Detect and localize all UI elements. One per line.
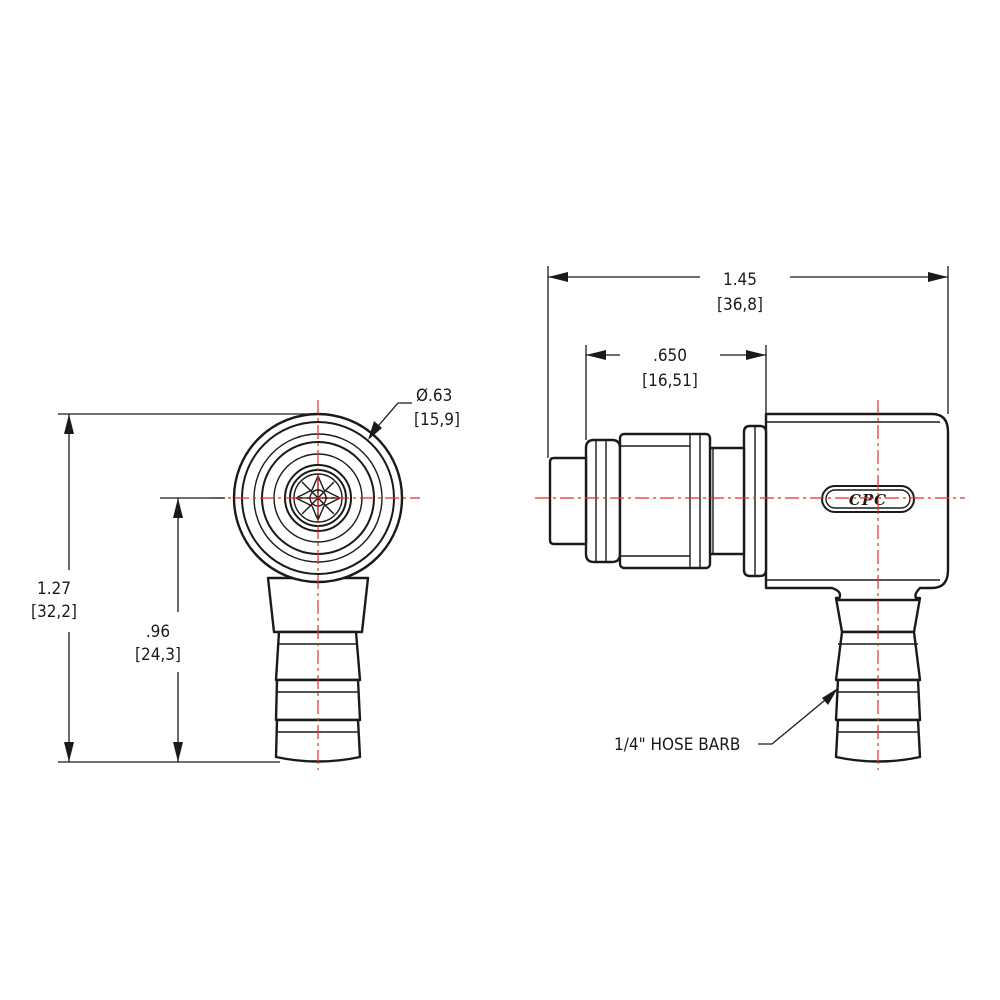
center-height-metric: [24,3]	[135, 645, 181, 665]
overall-height-metric: [32,2]	[31, 602, 77, 622]
dimension-diameter: Ø.63 [15,9]	[368, 386, 460, 440]
body-length-imperial: .650	[653, 346, 687, 366]
hose-barb-label: 1/4" HOSE BARB	[614, 735, 740, 755]
center-height-imperial: .96	[146, 622, 170, 642]
side-view-collar	[708, 424, 768, 578]
side-view-body	[764, 412, 950, 602]
overall-height-imperial: 1.27	[37, 579, 71, 599]
hose-barb-callout: 1/4" HOSE BARB	[614, 688, 838, 755]
side-view: CPC	[535, 400, 965, 770]
side-view-sleeve	[584, 432, 712, 570]
body-length-metric: [16,51]	[642, 371, 698, 391]
cpc-logo-text: CPC	[849, 491, 887, 509]
dimension-overall-height: 1.27 [32,2]	[31, 413, 318, 763]
diameter-imperial: Ø.63	[416, 386, 452, 406]
dimension-overall-length: 1.45 [36,8]	[547, 266, 949, 458]
cpc-logo: CPC	[821, 485, 915, 513]
dimension-body-length: .650 [16,51]	[585, 345, 767, 440]
diameter-metric: [15,9]	[414, 410, 460, 430]
overall-length-metric: [36,8]	[717, 295, 763, 315]
overall-length-imperial: 1.45	[723, 270, 757, 290]
dimension-center-height: .96 [24,3]	[135, 497, 225, 762]
front-view	[210, 400, 420, 770]
side-view-nose	[548, 456, 588, 546]
